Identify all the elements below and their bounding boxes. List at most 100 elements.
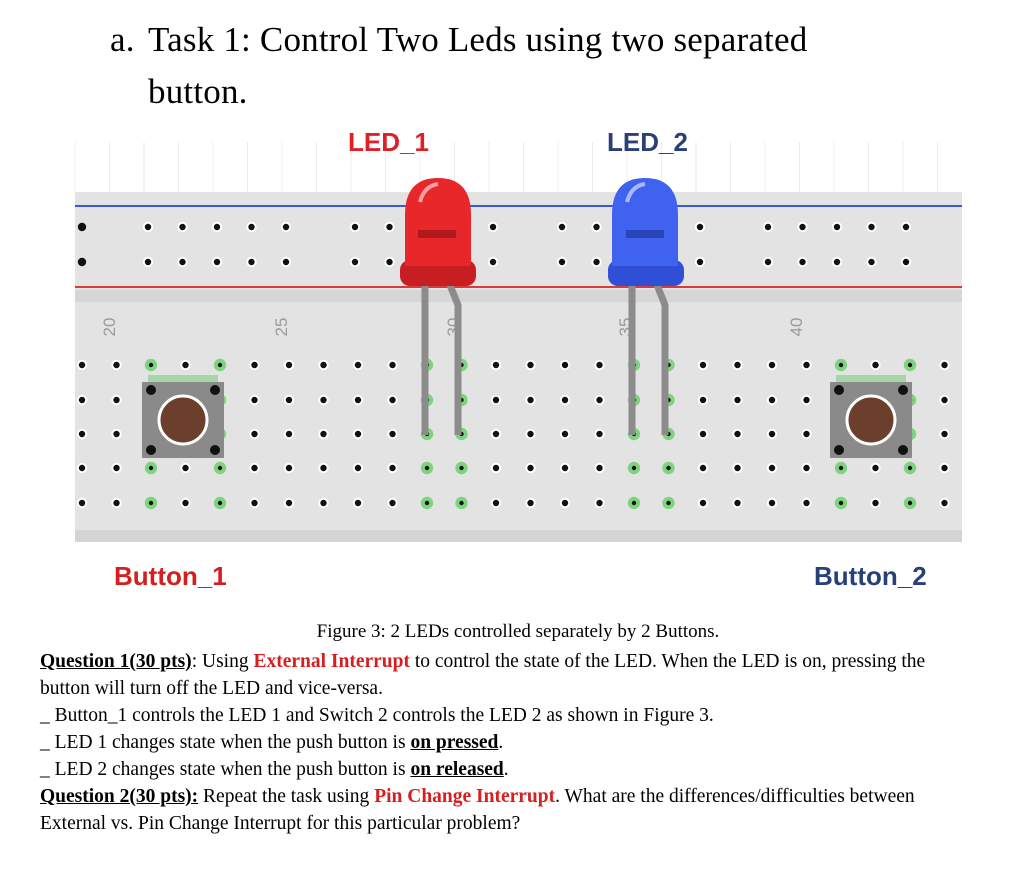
rail-hole <box>487 256 499 268</box>
terminal-hole <box>387 394 398 406</box>
q2-label: Question 2(30 pts): <box>40 786 199 807</box>
terminal-hole <box>594 462 605 474</box>
terminal-hole <box>766 359 778 371</box>
terminal-hole <box>352 462 364 474</box>
rail-hole <box>246 256 257 268</box>
terminal-hole <box>594 394 605 406</box>
rail-hole <box>694 221 706 233</box>
terminal-hole <box>249 394 260 406</box>
terminal-hole <box>766 428 778 440</box>
terminal-hole <box>766 462 778 474</box>
rail-hole <box>177 256 188 268</box>
q1-bullet2: _ LED 1 changes state when the push butt… <box>40 729 970 756</box>
rail-hole <box>384 221 395 233</box>
terminal-hole <box>180 497 191 509</box>
board-bottom-edge <box>75 530 962 542</box>
q2-highlight: Pin Change Interrupt <box>374 786 556 807</box>
rail-hole <box>349 221 361 233</box>
rail-hole <box>591 221 602 233</box>
terminal-hole <box>144 358 158 372</box>
terminal-hole <box>559 359 571 371</box>
terminal-hole <box>283 359 295 371</box>
terminal-hole <box>213 461 227 475</box>
terminal-hole <box>318 497 329 509</box>
button1-corner <box>210 385 220 395</box>
terminal-hole <box>870 497 881 509</box>
button2-cap <box>845 394 897 446</box>
terminal-hole <box>627 461 641 475</box>
terminal-hole <box>111 394 122 406</box>
q1-text-a: : Using <box>191 651 254 672</box>
terminal-hole <box>76 428 88 440</box>
terminal-hole <box>697 428 709 440</box>
terminal-hole <box>801 497 812 509</box>
rail-hole <box>556 256 568 268</box>
terminal-hole <box>144 461 158 475</box>
rail-hole <box>246 221 257 233</box>
terminal-hole <box>352 428 364 440</box>
terminal-hole <box>490 394 502 406</box>
board-grid <box>74 142 938 192</box>
terminal-hole <box>594 359 605 371</box>
terminal-hole <box>283 497 295 509</box>
terminal-hole <box>490 462 502 474</box>
led1 <box>400 178 476 286</box>
terminal-hole <box>766 394 778 406</box>
terminal-hole <box>939 394 950 406</box>
button2-corner <box>898 385 908 395</box>
terminal-hole <box>352 394 364 406</box>
terminal-hole <box>939 462 950 474</box>
terminal-hole <box>249 497 260 509</box>
q2-text-b: . What are the differences/difficulties … <box>40 786 915 834</box>
rail-hole <box>762 256 774 268</box>
terminal-hole <box>697 359 709 371</box>
button2-label: Button_2 <box>814 561 927 591</box>
terminal-hole <box>801 462 812 474</box>
rail-hole <box>487 221 499 233</box>
led2-dome <box>612 178 678 266</box>
terminal-hole <box>490 428 502 440</box>
rail-hole <box>77 257 87 267</box>
terminal-hole <box>525 497 536 509</box>
terminal-hole <box>352 497 364 509</box>
led1-dome <box>405 178 471 266</box>
heading-line2: button. <box>148 72 248 111</box>
column-number: 40 <box>787 318 806 337</box>
terminal-hole <box>525 462 536 474</box>
terminal-hole <box>870 359 881 371</box>
led1-highlight <box>418 182 439 203</box>
column-number: 25 <box>272 318 291 337</box>
rail-hole <box>831 256 843 268</box>
q2-text-a: Repeat the task using <box>198 786 375 807</box>
led2-rim <box>608 260 684 286</box>
terminal-hole <box>834 461 848 475</box>
terminal-hole <box>697 394 709 406</box>
terminal-hole <box>420 496 434 510</box>
terminal-hole <box>111 428 122 440</box>
terminal-hole <box>939 359 950 371</box>
terminal-hole <box>387 359 398 371</box>
rail-hole <box>177 221 188 233</box>
questions: Question 1(30 pts): Using External Inter… <box>40 648 970 837</box>
button1-corner <box>146 445 156 455</box>
terminal-hole <box>76 394 88 406</box>
rail-hole <box>349 256 361 268</box>
terminal-hole <box>525 359 536 371</box>
terminal-hole <box>525 394 536 406</box>
led2 <box>608 178 684 286</box>
terminal-hole <box>559 428 571 440</box>
led2-highlight <box>625 182 646 203</box>
heading-line1: Task 1: Control Two Leds using two separ… <box>148 20 808 59</box>
button1-corner <box>146 385 156 395</box>
led1-rim <box>400 260 476 286</box>
terminal-hole <box>76 497 88 509</box>
terminal-hole <box>766 497 778 509</box>
task-heading: a.Task 1: Control Two Leds using two sep… <box>110 14 970 118</box>
button2-corner <box>834 445 844 455</box>
rail-hole <box>556 221 568 233</box>
led2-label: LED_2 <box>607 127 688 157</box>
button1 <box>142 375 224 458</box>
button1-cap <box>157 394 209 446</box>
terminal-hole <box>732 462 743 474</box>
